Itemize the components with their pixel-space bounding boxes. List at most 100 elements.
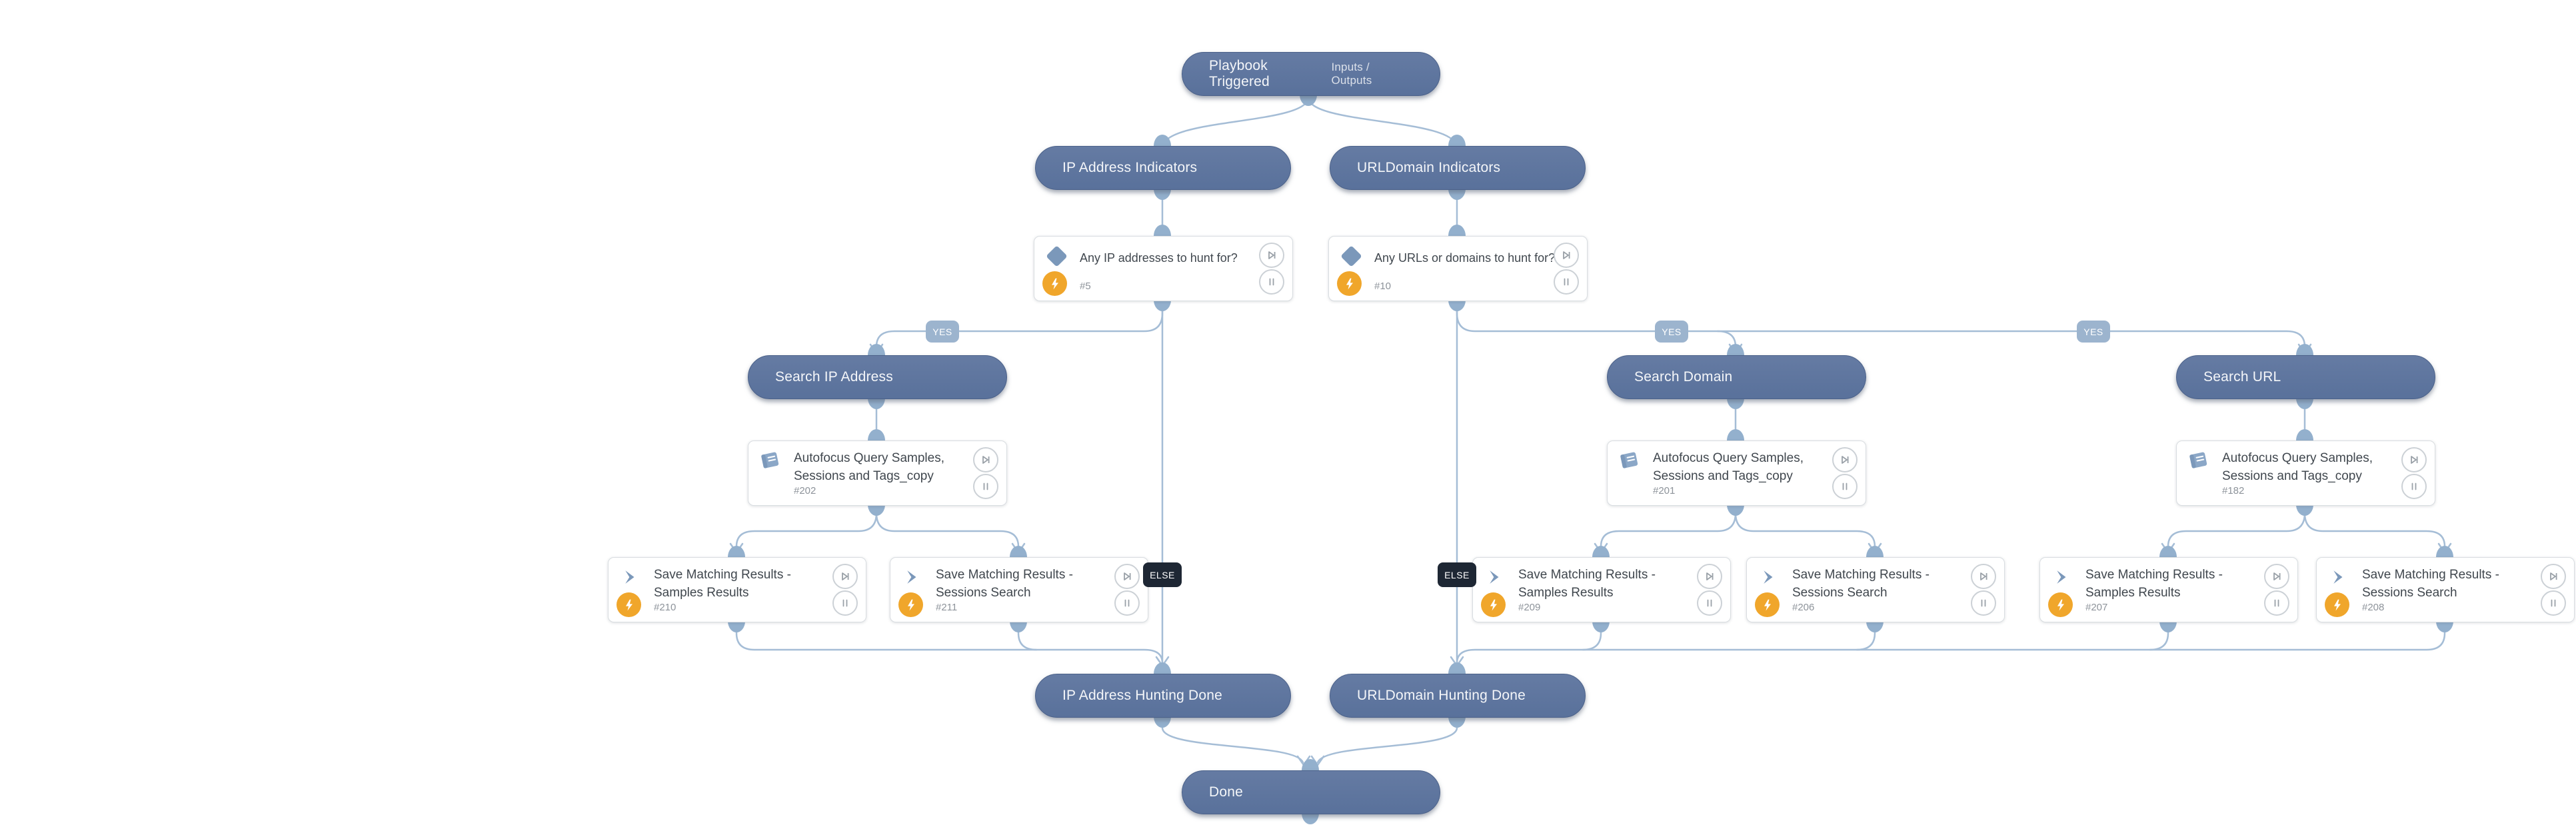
pause-task-button[interactable]	[1554, 269, 1579, 295]
node-autofocus-query-ip[interactable]: Autofocus Query Samples, Sessions and Ta…	[748, 440, 1007, 506]
node-save-samples-ip[interactable]: Save Matching Results - Samples Results …	[608, 557, 866, 622]
quick-task-icon	[2048, 592, 2073, 617]
task-id: #10	[1374, 281, 1392, 292]
task-title: Save Matching Results - Sessions Search	[2362, 568, 2499, 600]
skip-icon	[1563, 251, 1570, 259]
node-done[interactable]: Done	[1182, 770, 1440, 814]
task-title: Save Matching Results - Samples Results	[1518, 568, 1656, 600]
quick-task-icon	[1481, 592, 1506, 617]
task-title: Save Matching Results - Sessions Search	[1792, 568, 1930, 600]
inputs-outputs-link[interactable]: Inputs / Outputs	[1331, 61, 1372, 87]
lightning-icon	[1764, 599, 1771, 610]
pause-task-button[interactable]	[1259, 269, 1284, 295]
task-chevron-icon	[623, 570, 638, 588]
node-search-domain[interactable]: Search Domain	[1607, 355, 1866, 399]
skip-task-button[interactable]	[1259, 243, 1284, 268]
skip-task-button[interactable]	[1554, 243, 1579, 268]
node-save-samples-url[interactable]: Save Matching Results - Samples Results …	[2039, 557, 2298, 622]
task-id: #201	[1653, 485, 1676, 496]
quick-task-icon	[1337, 271, 1362, 296]
node-autofocus-query-url[interactable]: Autofocus Query Samples, Sessions and Ta…	[2176, 440, 2435, 506]
task-id: #5	[1080, 281, 1091, 292]
pause-task-button[interactable]	[2541, 590, 2566, 616]
pause-task-button[interactable]	[832, 590, 858, 616]
node-search-ip-address[interactable]: Search IP Address	[748, 355, 1007, 399]
edge-label-else: ELSE	[1438, 562, 1476, 587]
task-id: #210	[654, 602, 676, 613]
pause-icon	[1124, 599, 1130, 607]
task-id: #209	[1518, 602, 1541, 613]
skip-task-button[interactable]	[1114, 564, 1140, 589]
pause-icon	[2274, 599, 2279, 607]
node-condition-any-ip[interactable]: Any IP addresses to hunt for? #5	[1034, 236, 1293, 301]
pause-task-button[interactable]	[1971, 590, 1996, 616]
node-label: Search IP Address	[775, 369, 893, 385]
skip-icon	[1124, 572, 1131, 580]
pause-task-button[interactable]	[1832, 474, 1858, 499]
lightning-icon	[907, 599, 914, 610]
lightning-icon	[625, 599, 633, 610]
node-save-sessions-url[interactable]: Save Matching Results - Sessions Search …	[2316, 557, 2575, 622]
task-id: #211	[936, 602, 958, 613]
edge-label-yes: YES	[1655, 321, 1688, 343]
pause-task-button[interactable]	[2264, 590, 2289, 616]
node-save-sessions-ip[interactable]: Save Matching Results - Sessions Search …	[890, 557, 1148, 622]
node-save-sessions-domain[interactable]: Save Matching Results - Sessions Search …	[1746, 557, 2005, 622]
node-label: Playbook Triggered	[1209, 58, 1270, 89]
node-save-samples-domain[interactable]: Save Matching Results - Samples Results …	[1472, 557, 1731, 622]
lightning-icon	[1346, 278, 1353, 289]
skip-icon	[2550, 572, 2557, 580]
skip-task-button[interactable]	[2264, 564, 2289, 589]
node-ip-hunting-done[interactable]: IP Address Hunting Done	[1035, 674, 1291, 718]
lightning-icon	[1051, 278, 1058, 289]
condition-icon	[1340, 245, 1362, 267]
task-chevron-icon	[1762, 570, 1776, 588]
task-title: Save Matching Results - Sessions Search	[936, 568, 1073, 600]
task-chevron-icon	[905, 570, 920, 588]
quick-task-icon	[898, 592, 923, 617]
skip-task-button[interactable]	[973, 447, 998, 472]
node-urldomain-hunting-done[interactable]: URLDomain Hunting Done	[1330, 674, 1586, 718]
task-title: Autofocus Query Samples, Sessions and Ta…	[1653, 451, 1804, 483]
node-label: Done	[1209, 784, 1244, 800]
task-id: #206	[1792, 602, 1815, 613]
task-id: #202	[794, 485, 816, 496]
quick-task-icon	[2325, 592, 2349, 617]
quick-task-icon	[617, 592, 641, 617]
pause-icon	[1707, 599, 1712, 607]
skip-task-button[interactable]	[1971, 564, 1996, 589]
playbook-book-icon	[759, 450, 782, 474]
pause-icon	[1981, 599, 1986, 607]
skip-icon	[2273, 572, 2281, 580]
node-label: IP Address Hunting Done	[1062, 688, 1223, 703]
task-title: Any IP addresses to hunt for?	[1080, 251, 1238, 265]
skip-task-button[interactable]	[1697, 564, 1722, 589]
pause-icon	[983, 482, 988, 490]
edge-label-yes: YES	[926, 321, 959, 343]
node-label: URLDomain Indicators	[1357, 160, 1501, 175]
node-urldomain-indicators[interactable]: URLDomain Indicators	[1330, 146, 1586, 190]
node-condition-any-url[interactable]: Any URLs or domains to hunt for? #10	[1328, 236, 1588, 301]
task-chevron-icon	[2055, 570, 2069, 588]
node-label: IP Address Indicators	[1062, 160, 1198, 175]
node-ip-address-indicators[interactable]: IP Address Indicators	[1035, 146, 1291, 190]
skip-icon	[982, 456, 990, 464]
pause-task-button[interactable]	[1697, 590, 1722, 616]
task-chevron-icon	[2331, 570, 2346, 588]
skip-task-button[interactable]	[2401, 447, 2427, 472]
playbook-book-icon	[2187, 450, 2210, 474]
node-playbook-triggered[interactable]: Playbook Triggered Inputs / Outputs	[1182, 52, 1440, 96]
node-search-url[interactable]: Search URL	[2176, 355, 2435, 399]
pause-task-button[interactable]	[1114, 590, 1140, 616]
pause-icon	[2411, 482, 2417, 490]
skip-task-button[interactable]	[832, 564, 858, 589]
skip-task-button[interactable]	[1832, 447, 1858, 472]
pause-task-button[interactable]	[973, 474, 998, 499]
task-chevron-icon	[1488, 570, 1502, 588]
task-title: Save Matching Results - Samples Results	[2085, 568, 2223, 600]
lightning-icon	[2057, 599, 2064, 610]
skip-icon	[2411, 456, 2418, 464]
node-autofocus-query-domain[interactable]: Autofocus Query Samples, Sessions and Ta…	[1607, 440, 1866, 506]
skip-task-button[interactable]	[2541, 564, 2566, 589]
pause-task-button[interactable]	[2401, 474, 2427, 499]
